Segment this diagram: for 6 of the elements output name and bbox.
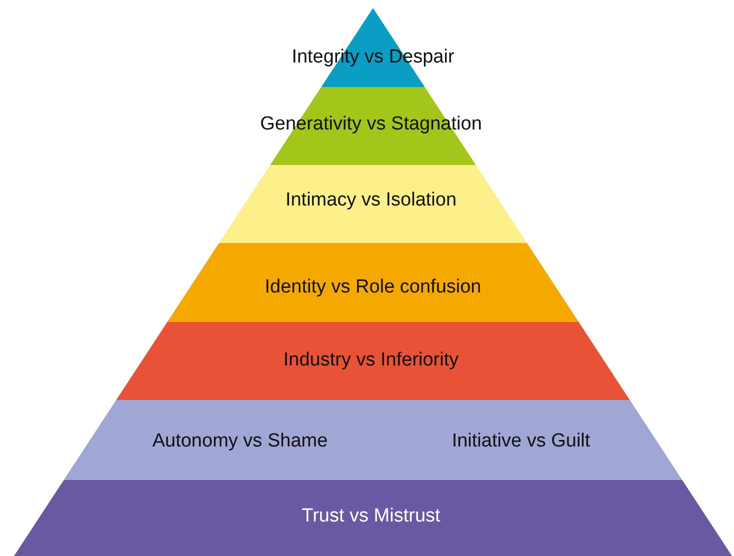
tier-label: Autonomy vs Shame [152, 432, 328, 452]
tier-label: Initiative vs Guilt [452, 432, 590, 452]
tier-label: Intimacy vs Isolation [285, 190, 457, 212]
tier-label: Identity vs Role confusion [264, 278, 482, 298]
tier-label: Industry vs Inferiority [283, 350, 459, 372]
tier-label: Trust vs Mistrust [302, 506, 440, 528]
